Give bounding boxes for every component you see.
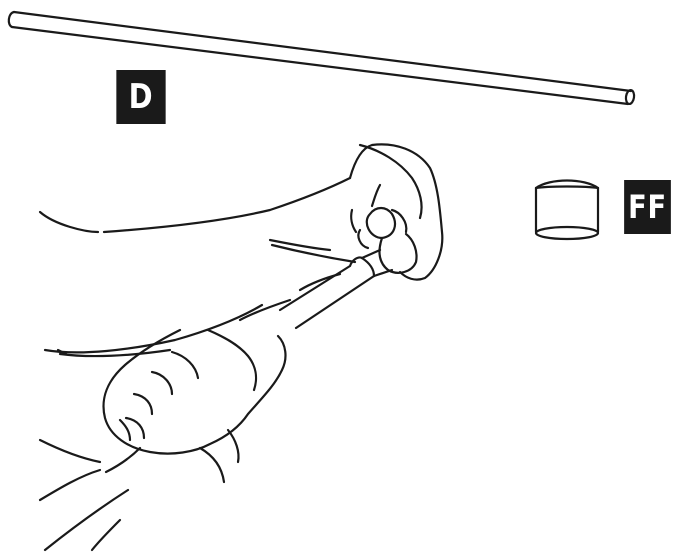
rod-illustration: [9, 12, 635, 104]
hands-assembly-illustration: [40, 144, 442, 550]
end-cap-illustration: [536, 181, 598, 240]
part-label-d: D: [116, 70, 165, 124]
part-label-ff: FF: [624, 180, 671, 234]
